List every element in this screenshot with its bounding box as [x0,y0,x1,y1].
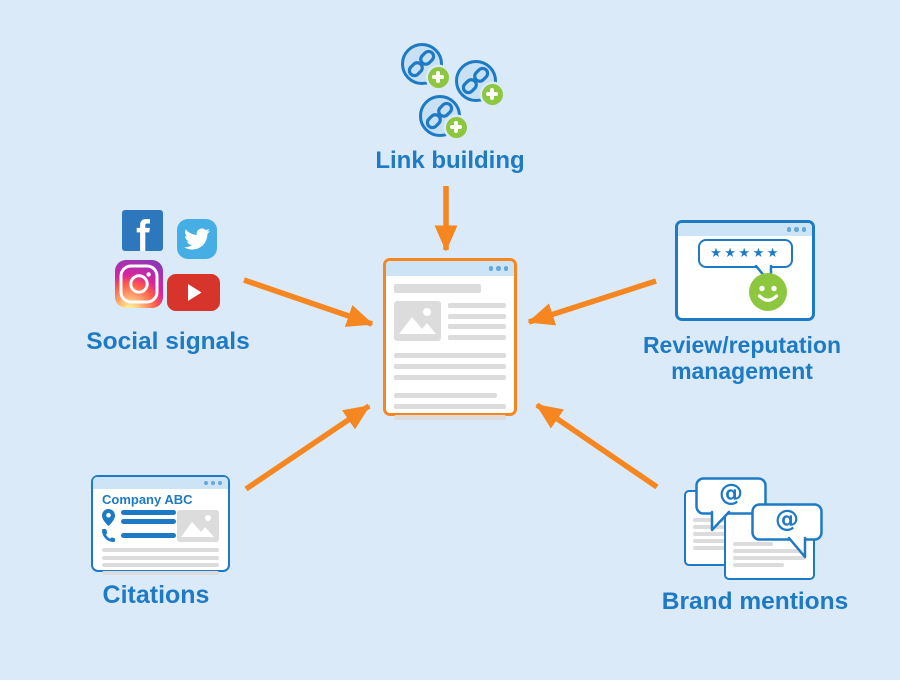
article-row [394,301,506,341]
text-line [394,415,506,420]
address-lines [121,510,176,524]
text-line [102,555,219,560]
link-icon [401,43,443,85]
text-line [394,364,506,369]
heading-bar [394,284,482,293]
five-stars-icon: ★★★★★ [710,245,781,261]
text-line [394,375,506,380]
arrow-social-to-page [243,277,374,327]
mention-bubble: @ [695,477,767,535]
page-content [386,284,514,420]
text-line [448,313,506,319]
arrow-review-to-page [527,278,657,326]
text-lines [394,353,506,380]
text-line [693,532,753,536]
web-page [383,258,517,420]
review-label-line2: management [671,358,813,384]
review-label: Review/reputation management [622,332,862,384]
review-window: ★★★★★ [675,220,815,321]
text-lines [394,393,506,420]
chain-link-icon [461,66,490,95]
map-pin-icon [102,509,115,526]
plus-icon [481,83,503,105]
window-dots-icon [786,227,806,232]
instagram-icon [115,260,163,308]
text-line [448,334,506,340]
text-line [693,525,753,529]
window-titlebar [93,477,228,489]
mountain-icon [181,515,214,537]
text-line [394,404,506,409]
mention-bubble: @ [751,503,823,561]
window-titlebar [386,261,514,276]
arrow-brand-mentions-to-page [535,402,659,490]
facebook-icon [122,210,163,251]
text-line [448,324,506,329]
at-symbol-icon: @ [719,479,743,507]
review-label-line1: Review/reputation [642,332,842,358]
brand-mentions-label: Brand mentions [661,588,849,615]
review-speech-bubble: ★★★★★ [698,239,793,268]
text-line [733,542,774,546]
address-line [121,519,176,524]
text-line [733,549,806,553]
text-line [448,303,506,308]
text-line [693,539,753,543]
plus-icon [445,116,467,138]
twitter-icon [177,219,217,259]
phone-icon [102,529,115,542]
link-building-group [390,38,520,158]
business-details [102,509,219,542]
chain-link-icon [425,101,454,130]
image-placeholder [394,301,441,341]
at-symbol-icon: @ [775,505,799,533]
window-dots-icon [488,266,508,271]
window-titlebar [678,223,812,236]
text-line [733,563,785,567]
window-dots-icon [204,480,222,485]
link-building-label: Link building [375,147,525,174]
text-line [102,570,219,575]
chain-link-icon [407,49,436,78]
text-line [693,546,738,550]
address-line [121,510,176,515]
social-signals-label: Social signals [86,328,250,355]
arrow-citations-to-page [244,403,371,492]
citations-window: Company ABC [91,475,230,575]
text-lines [448,303,506,341]
text-line [102,563,219,567]
youtube-icon [167,274,220,311]
smiley-icon [749,273,787,311]
citations-label: Citations [102,581,210,609]
phone-line [121,533,176,538]
text-line [394,353,506,358]
company-name: Company ABC [102,492,193,507]
text-lines [102,548,219,575]
text-line [394,393,498,398]
image-placeholder [177,510,219,542]
mountain-icon [399,308,436,334]
text-line [733,556,806,560]
plus-icon [427,66,449,88]
text-line [102,548,219,552]
